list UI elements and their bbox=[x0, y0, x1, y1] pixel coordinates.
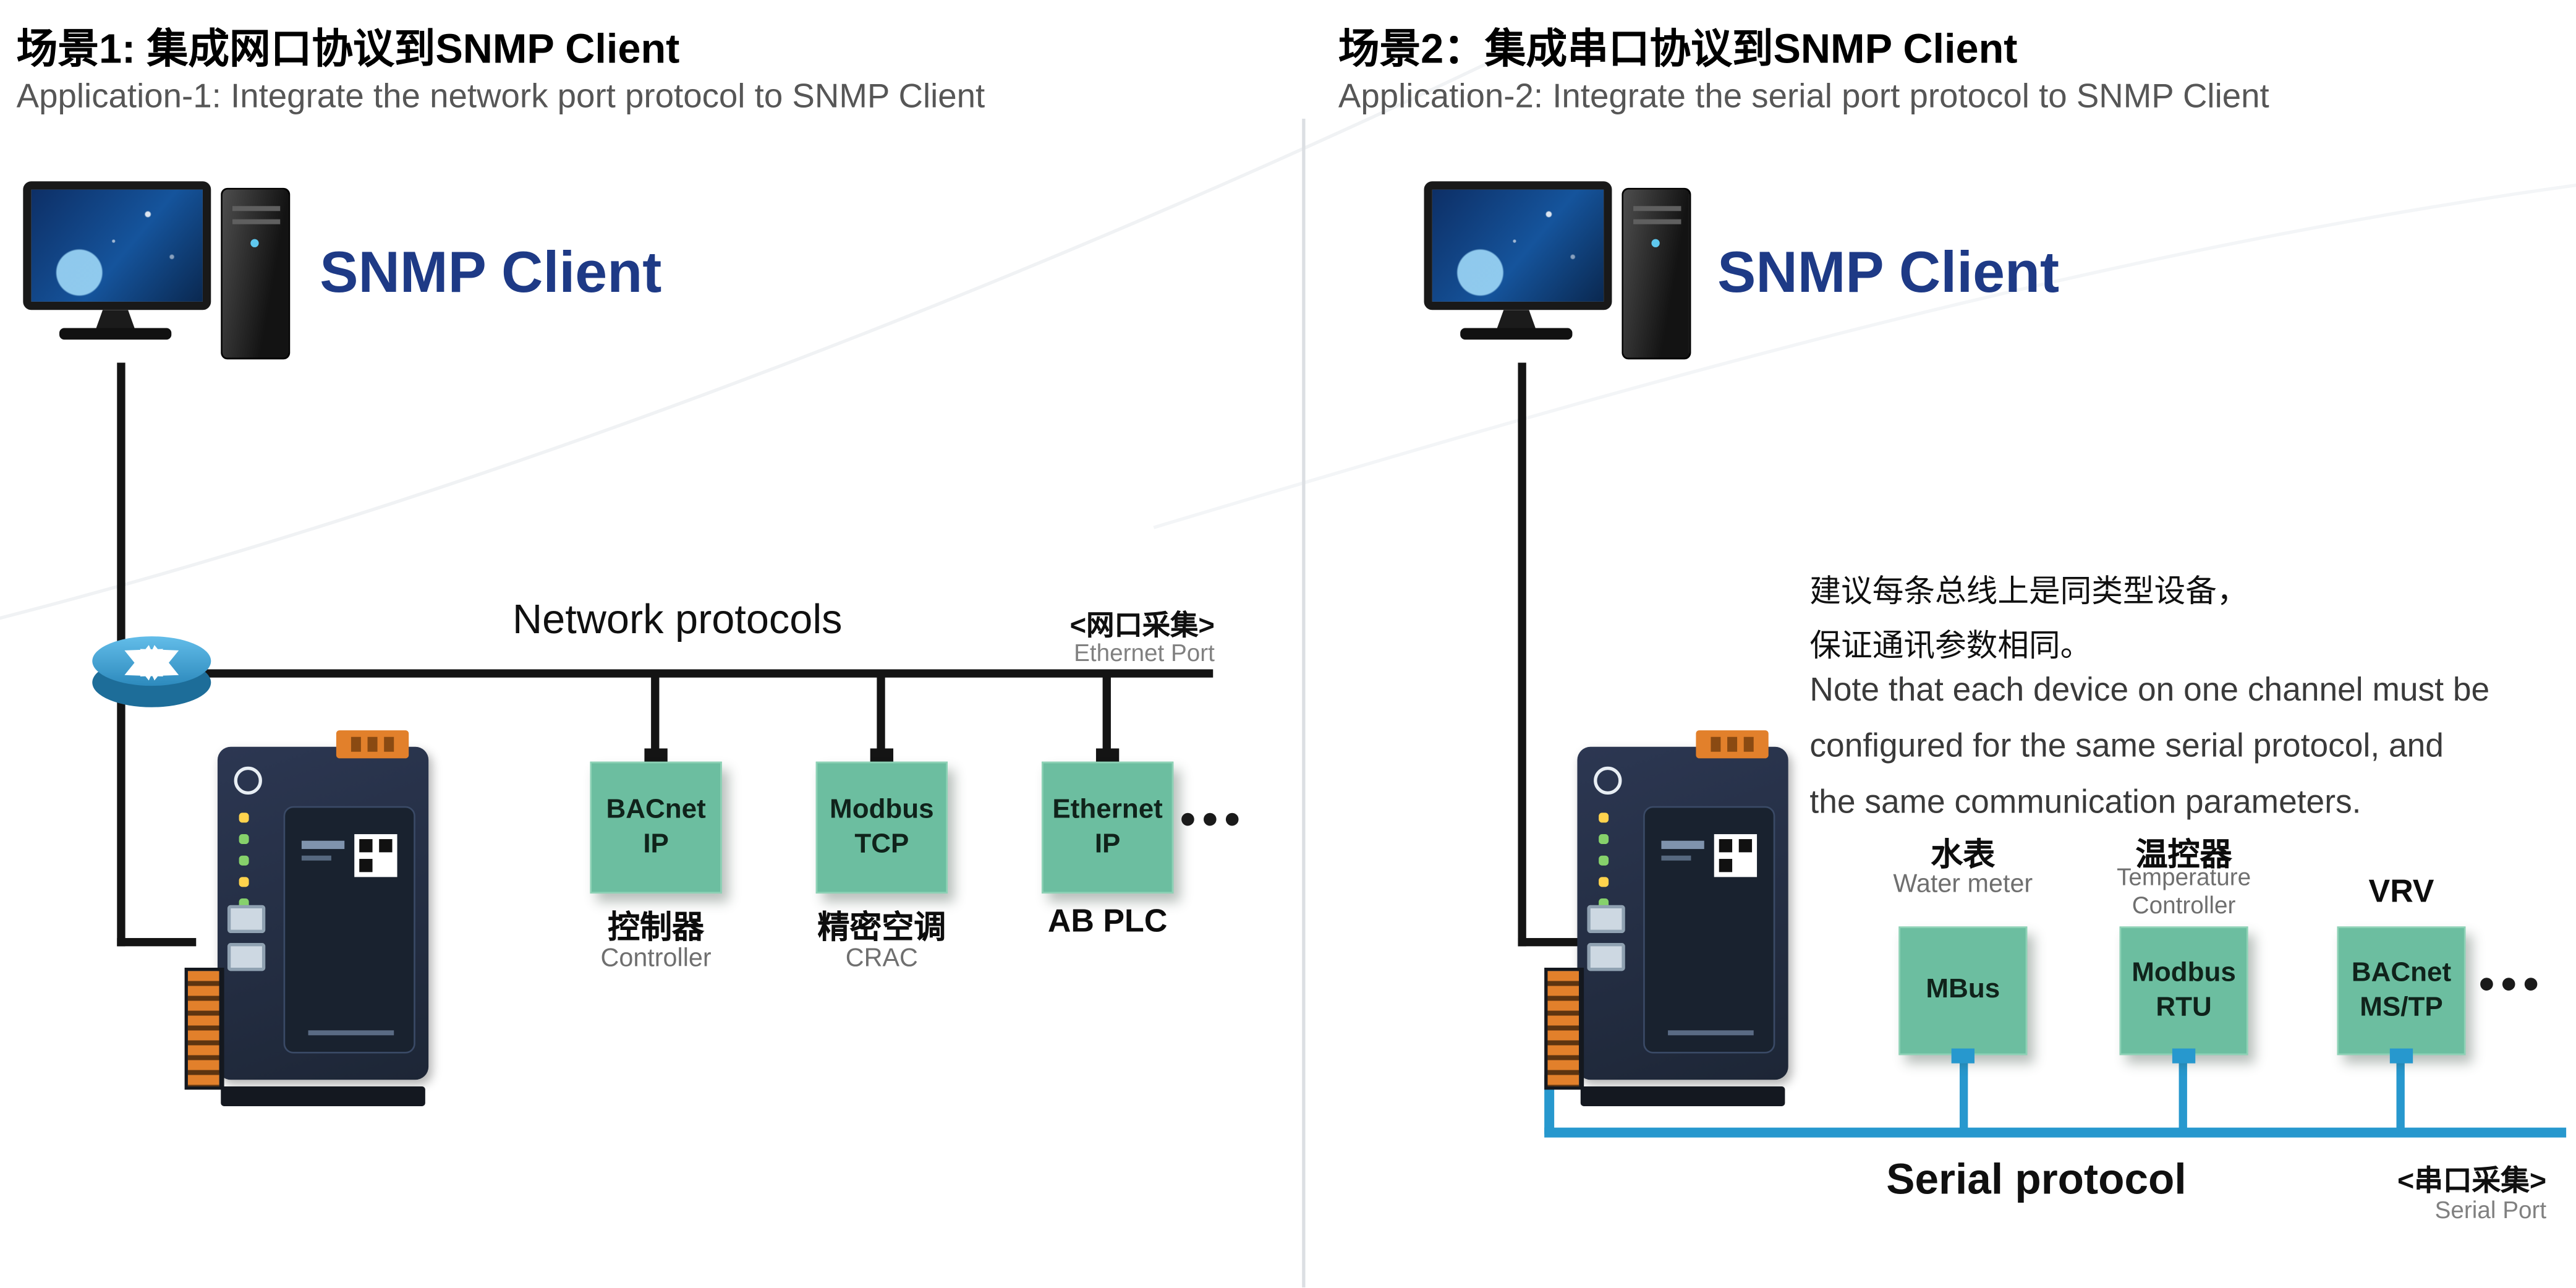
gateway-front-panel bbox=[1643, 806, 1775, 1054]
gateway-device-icon bbox=[1537, 730, 1788, 1110]
status-leds-icon bbox=[239, 812, 249, 909]
note-en-line3: the same communication parameters. bbox=[1809, 785, 2361, 821]
qr-code-icon bbox=[354, 834, 397, 877]
gateway-connector-line bbox=[1518, 938, 1584, 947]
protocol-box-modbus-tcp: Modbus TCP bbox=[815, 761, 948, 894]
scenario1-title: 场景1: 集成网口协议到SNMP Client bbox=[16, 26, 680, 73]
serial-drop-line bbox=[2396, 1055, 2405, 1135]
ethernet-port-tag-cn: <网口采集> bbox=[1069, 610, 1215, 642]
status-leds-icon bbox=[1599, 812, 1609, 909]
note-en-line1: Note that each device on one channel mus… bbox=[1809, 672, 2490, 709]
scenario2-subtitle: Application-2: Integrate the serial port… bbox=[1338, 77, 2269, 116]
serial-port-tag-cn: <串口采集> bbox=[2397, 1164, 2547, 1197]
device-name-en: Controller bbox=[600, 944, 712, 973]
monitor-icon bbox=[1424, 181, 1612, 310]
monitor-base bbox=[1460, 328, 1573, 340]
drop-line bbox=[877, 674, 885, 762]
device-name-cn: VRV bbox=[2368, 874, 2434, 910]
blue-connector-square bbox=[2389, 1048, 2413, 1064]
gateway-web-mark bbox=[308, 1030, 394, 1036]
serial-bus-title: Serial protocol bbox=[1886, 1154, 2187, 1204]
note-en-line2: configured for the same serial protocol,… bbox=[1809, 728, 2444, 766]
gateway-brand-mark bbox=[1661, 855, 1691, 861]
serial-drop-line bbox=[2179, 1055, 2187, 1135]
protocol-line2: IP bbox=[643, 829, 669, 859]
gateway-base bbox=[1580, 1086, 1785, 1106]
protocol-line2: MS/TP bbox=[2360, 992, 2443, 1022]
note-cn-line1: 建议每条总线上是同类型设备， bbox=[1809, 575, 2248, 610]
ethernet-port-tag-en: Ethernet Port bbox=[1074, 641, 1215, 668]
protocol-line1: MBus bbox=[1926, 975, 2000, 1005]
ethernet-ports-icon bbox=[1587, 905, 1625, 971]
terminal-block-icon bbox=[1544, 968, 1584, 1090]
device-name-cn: 控制器 bbox=[608, 910, 705, 947]
protocol-line1: Ethernet bbox=[1052, 793, 1163, 824]
serial-port-tag-en: Serial Port bbox=[2434, 1198, 2547, 1225]
snmp-client-label: SNMP Client bbox=[320, 241, 662, 305]
device-name-en: Water meter bbox=[1893, 870, 2033, 899]
monitor-stand bbox=[95, 310, 135, 330]
network-bus-line bbox=[197, 669, 1214, 678]
serial-bus-line bbox=[1544, 1127, 2567, 1138]
gateway-front-panel bbox=[283, 806, 415, 1054]
more-devices-dots: ••• bbox=[2478, 959, 2546, 1009]
serial-drop-line bbox=[1959, 1055, 1968, 1135]
brand-logo-icon bbox=[234, 766, 262, 795]
protocol-box-modbus-rtu: Modbus RTU bbox=[2119, 926, 2248, 1056]
protocol-box-bacnet-ip: BACnet IP bbox=[590, 761, 722, 894]
pc-tower-icon bbox=[221, 187, 291, 360]
device-name-cn: 温控器 bbox=[2135, 837, 2232, 874]
gateway-brand-mark bbox=[1661, 840, 1704, 850]
blue-connector-square bbox=[1951, 1048, 1975, 1064]
protocol-box-ethernet-ip: Ethernet IP bbox=[1041, 761, 1174, 894]
protocol-line2: TCP bbox=[854, 829, 909, 859]
computer-icon bbox=[23, 181, 313, 366]
protocol-line2: IP bbox=[1094, 829, 1121, 859]
more-devices-dots: ••• bbox=[1180, 795, 1247, 845]
panel-divider bbox=[1302, 118, 1306, 1288]
device-name-en2: Controller bbox=[2132, 893, 2236, 920]
scenario1-subtitle: Application-1: Integrate the network por… bbox=[16, 77, 985, 116]
top-connector-icon bbox=[336, 730, 409, 759]
device-name-en: Temperature bbox=[2117, 865, 2251, 892]
device-name-cn: AB PLC bbox=[1047, 903, 1168, 940]
gateway-brand-mark bbox=[301, 855, 331, 861]
network-bus-title: Network protocols bbox=[512, 597, 843, 643]
snmp-client-label: SNMP Client bbox=[1717, 241, 2060, 305]
pc-tower-icon bbox=[1622, 187, 1691, 360]
client-to-gateway-line bbox=[1518, 362, 1526, 947]
ethernet-ports-icon bbox=[227, 905, 266, 971]
qr-code-icon bbox=[1714, 834, 1758, 877]
protocol-line1: Modbus bbox=[830, 793, 934, 824]
protocol-line1: BACnet bbox=[2351, 957, 2452, 987]
drop-line bbox=[1102, 674, 1111, 762]
router-icon bbox=[92, 636, 211, 712]
gateway-brand-mark bbox=[301, 840, 345, 850]
gateway-connector-line bbox=[117, 938, 197, 947]
device-name-cn: 精密空调 bbox=[817, 910, 946, 947]
protocol-box-bacnet-mstp: BACnet MS/TP bbox=[2337, 926, 2466, 1056]
gateway-web-mark bbox=[1668, 1030, 1754, 1036]
computer-icon bbox=[1424, 181, 1714, 366]
monitor-base bbox=[59, 328, 172, 340]
blue-connector-square bbox=[2172, 1048, 2196, 1064]
device-name-en: CRAC bbox=[845, 944, 918, 973]
gateway-base bbox=[221, 1086, 425, 1106]
monitor-stand bbox=[1496, 310, 1536, 330]
router-arrows-icon bbox=[124, 645, 179, 681]
drop-line bbox=[651, 674, 660, 762]
protocol-line1: BACnet bbox=[606, 793, 706, 824]
note-cn-line2: 保证通讯参数相同。 bbox=[1809, 629, 2092, 665]
terminal-block-icon bbox=[184, 968, 224, 1090]
gateway-serial-stub bbox=[1544, 1075, 1555, 1135]
monitor-icon bbox=[23, 181, 211, 310]
protocol-line1: Modbus bbox=[2132, 957, 2236, 987]
scenario2-title: 场景2：集成串口协议到SNMP Client bbox=[1338, 26, 2018, 73]
top-connector-icon bbox=[1696, 730, 1769, 759]
device-name-cn: 水表 bbox=[1931, 837, 1996, 874]
brand-logo-icon bbox=[1594, 766, 1622, 795]
protocol-box-mbus: MBus bbox=[1898, 926, 2028, 1056]
gateway-device-icon bbox=[178, 730, 429, 1110]
protocol-line2: RTU bbox=[2156, 992, 2212, 1022]
